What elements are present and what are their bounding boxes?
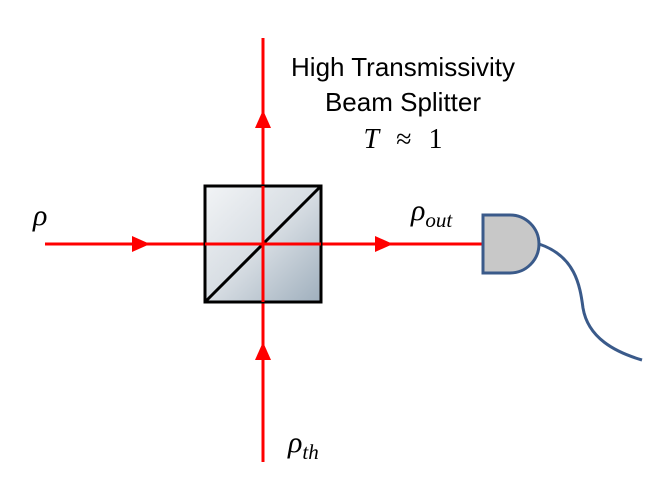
output-state-label: ρout (410, 194, 453, 232)
transmissivity-value: 1 (428, 124, 442, 155)
thermal-state-symbol: ρ (287, 426, 302, 459)
input-arrow-icon (132, 236, 150, 252)
detector-cable (538, 242, 643, 362)
output-arrow-icon (375, 236, 393, 252)
input-state-label: ρ (32, 199, 47, 232)
transmissivity-symbol: T (364, 124, 382, 155)
upward-arrow-icon (255, 110, 271, 128)
thermal-state-label: ρth (287, 426, 319, 464)
transmissivity-equation: T ≈ 1 (364, 124, 443, 155)
thermal-arrow-icon (255, 342, 271, 360)
output-state-subscript: out (425, 208, 453, 232)
title-line-2: Beam Splitter (325, 87, 481, 117)
photodetector-icon (481, 213, 541, 275)
approx-symbol: ≈ (396, 124, 411, 155)
output-state-symbol: ρ (410, 194, 425, 227)
thermal-state-subscript: th (302, 440, 318, 464)
title-line-1: High Transmissivity (291, 52, 515, 82)
